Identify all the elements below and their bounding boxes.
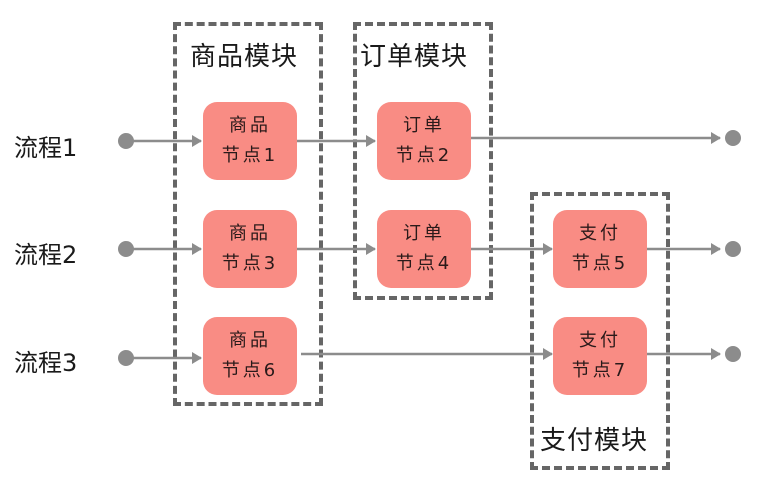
node-6[interactable]: 商品 节点6 [203, 317, 297, 395]
node-3-line1: 商品 [229, 223, 271, 244]
node-6-line2: 节点6 [221, 360, 279, 381]
flow-3-end-dot [725, 346, 741, 362]
node-5-line2: 节点5 [571, 253, 629, 274]
node-1-line2: 节点1 [221, 145, 279, 166]
node-4-line2: 节点4 [395, 253, 453, 274]
node-6-line1: 商品 [229, 330, 271, 351]
module-title-payment: 支付模块 [540, 426, 649, 456]
module-order [353, 22, 493, 300]
flow-1-end-dot [725, 130, 741, 146]
node-5[interactable]: 支付 节点5 [553, 210, 647, 288]
node-4-line1: 订单 [403, 223, 445, 244]
flow-label-2: 流程2 [14, 241, 78, 269]
node-2-line2: 节点2 [395, 145, 453, 166]
flow-label-1: 流程1 [14, 134, 78, 162]
node-7[interactable]: 支付 节点7 [553, 317, 647, 395]
node-7-line1: 支付 [579, 330, 621, 351]
node-7-line2: 节点7 [571, 360, 629, 381]
node-3-line2: 节点3 [221, 253, 279, 274]
node-4[interactable]: 订单 节点4 [377, 210, 471, 288]
flow-label-3: 流程3 [14, 349, 78, 377]
node-2[interactable]: 订单 节点2 [377, 102, 471, 180]
flow-2-end-dot [725, 241, 741, 257]
module-payment [530, 192, 670, 470]
module-product [173, 22, 323, 406]
node-3[interactable]: 商品 节点3 [203, 210, 297, 288]
module-title-product: 商品模块 [190, 42, 299, 72]
module-title-order: 订单模块 [360, 42, 469, 72]
node-1-line1: 商品 [229, 115, 271, 136]
node-2-line1: 订单 [403, 115, 445, 136]
node-5-line1: 支付 [579, 223, 621, 244]
node-1[interactable]: 商品 节点1 [203, 102, 297, 180]
